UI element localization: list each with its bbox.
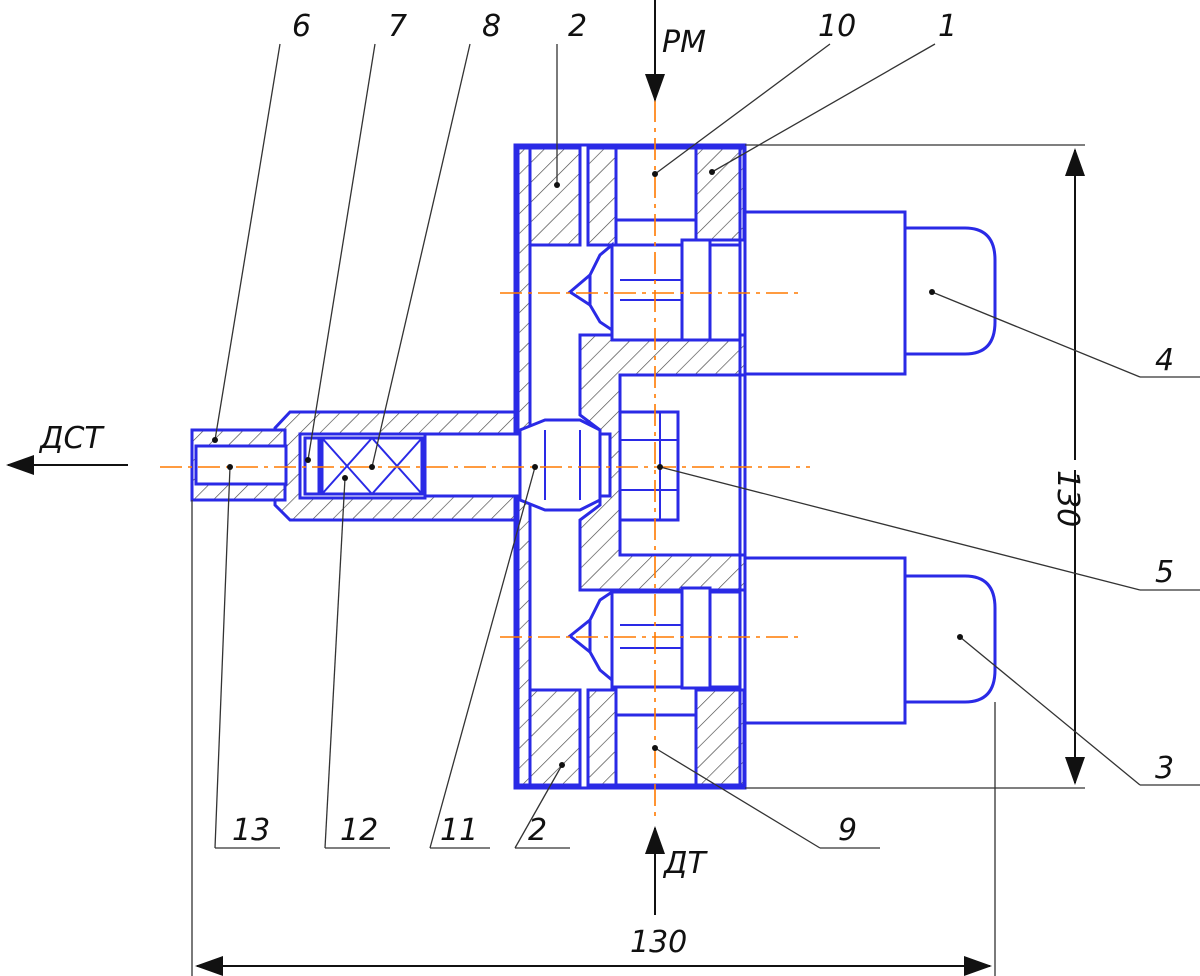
label-2-bottom: 2 bbox=[528, 813, 547, 848]
dimension-height-label: 130 bbox=[1050, 470, 1085, 527]
flow-label-rm: РМ bbox=[662, 25, 706, 60]
lower-valve bbox=[567, 586, 742, 690]
label-7: 7 bbox=[388, 9, 407, 44]
right-labels: 4 5 3 9 bbox=[838, 343, 1174, 848]
lower-solenoid bbox=[743, 556, 997, 725]
label-2-top: 2 bbox=[568, 9, 587, 44]
label-1: 1 bbox=[938, 9, 957, 44]
label-9: 9 bbox=[838, 813, 857, 848]
central-plug bbox=[618, 410, 680, 522]
upper-solenoid bbox=[743, 210, 997, 376]
label-13: 13 bbox=[232, 813, 270, 848]
label-4: 4 bbox=[1155, 343, 1174, 378]
flow-label-dt: ДТ bbox=[662, 846, 708, 881]
bottom-labels: 13 12 11 2 bbox=[232, 813, 547, 848]
label-11: 11 bbox=[440, 813, 478, 848]
label-6: 6 bbox=[292, 9, 311, 44]
leaders bbox=[212, 43, 1200, 849]
dimension-width bbox=[191, 500, 996, 976]
label-3: 3 bbox=[1155, 751, 1174, 786]
upper-valve bbox=[567, 238, 742, 342]
label-12: 12 bbox=[340, 813, 378, 848]
dimension-width-label: 130 bbox=[630, 925, 687, 960]
label-10: 10 bbox=[818, 9, 856, 44]
top-labels: 6 7 8 2 10 1 bbox=[292, 9, 957, 44]
center-lines bbox=[160, 100, 810, 820]
label-5: 5 bbox=[1155, 555, 1174, 590]
outlet-fitting bbox=[190, 410, 612, 522]
label-8: 8 bbox=[482, 9, 501, 44]
flow-label-dst: ДСТ bbox=[38, 421, 105, 456]
